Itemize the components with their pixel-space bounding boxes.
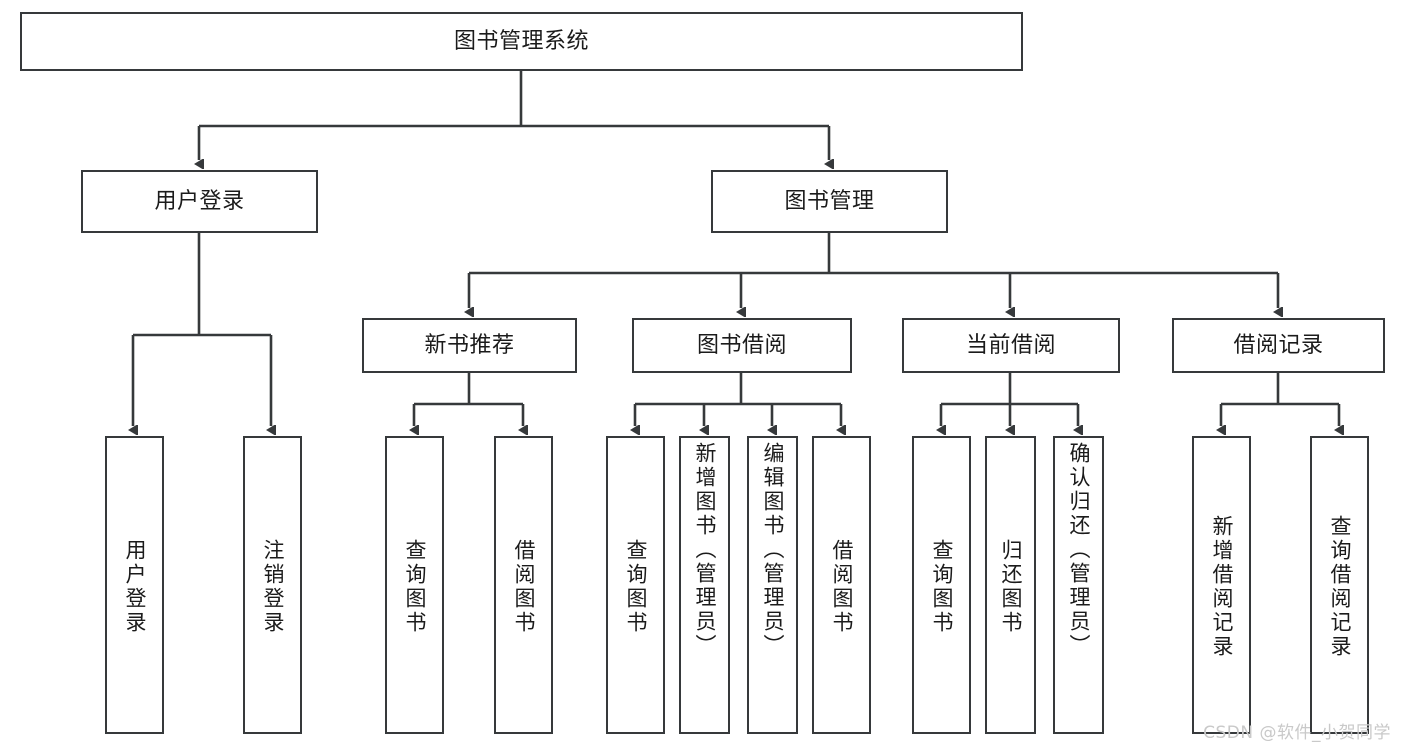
leaf-add-book[interactable]: 新增图书（管理员）: [679, 436, 730, 734]
leaf-edit-book-label: 编辑图书（管理员）: [761, 442, 785, 658]
node-book-manage-label: 图书管理: [784, 188, 875, 214]
watermark: CSDN @软件_小贺同学: [1203, 723, 1391, 743]
node-book-manage[interactable]: 图书管理: [711, 170, 948, 233]
leaf-query-book-1[interactable]: 查询图书: [385, 436, 444, 734]
leaf-query-book-3-label: 查询图书: [930, 539, 954, 635]
leaf-user-logout[interactable]: 注销登录: [243, 436, 302, 734]
leaf-query-book-1-label: 查询图书: [403, 539, 427, 635]
node-user-login[interactable]: 用户登录: [81, 170, 318, 233]
leaf-query-book-2[interactable]: 查询图书: [606, 436, 665, 734]
leaf-query-record[interactable]: 查询借阅记录: [1310, 436, 1369, 734]
leaf-add-record-label: 新增借阅记录: [1210, 515, 1234, 659]
node-new-book-rec[interactable]: 新书推荐: [362, 318, 577, 373]
leaf-add-record[interactable]: 新增借阅记录: [1192, 436, 1251, 734]
leaf-query-book-3[interactable]: 查询图书: [912, 436, 971, 734]
leaf-user-login[interactable]: 用户登录: [105, 436, 164, 734]
leaf-borrow-book-2[interactable]: 借阅图书: [812, 436, 871, 734]
node-user-login-label: 用户登录: [154, 188, 245, 214]
leaf-query-book-2-label: 查询图书: [624, 539, 648, 635]
leaf-borrow-book-1[interactable]: 借阅图书: [494, 436, 553, 734]
leaf-edit-book[interactable]: 编辑图书（管理员）: [747, 436, 798, 734]
node-book-borrow-label: 图书借阅: [696, 332, 787, 358]
leaf-query-record-label: 查询借阅记录: [1328, 515, 1352, 659]
node-borrow-record-label: 借阅记录: [1233, 332, 1324, 358]
leaf-borrow-book-1-label: 借阅图书: [512, 539, 536, 635]
leaf-return-book[interactable]: 归还图书: [985, 436, 1036, 734]
leaf-borrow-book-2-label: 借阅图书: [830, 539, 854, 635]
leaf-confirm-return[interactable]: 确认归还（管理员）: [1053, 436, 1104, 734]
node-root[interactable]: 图书管理系统: [20, 12, 1023, 71]
leaf-confirm-return-label: 确认归还（管理员）: [1067, 442, 1091, 658]
node-new-book-rec-label: 新书推荐: [424, 332, 515, 358]
leaf-add-book-label: 新增图书（管理员）: [693, 442, 717, 658]
node-current-borrow[interactable]: 当前借阅: [902, 318, 1120, 373]
node-borrow-record[interactable]: 借阅记录: [1172, 318, 1385, 373]
node-book-borrow[interactable]: 图书借阅: [632, 318, 852, 373]
node-current-borrow-label: 当前借阅: [965, 332, 1056, 358]
leaf-user-login-label: 用户登录: [123, 539, 147, 635]
node-root-label: 图书管理系统: [453, 28, 589, 54]
leaf-user-logout-label: 注销登录: [261, 539, 285, 635]
leaf-return-book-label: 归还图书: [999, 539, 1023, 635]
